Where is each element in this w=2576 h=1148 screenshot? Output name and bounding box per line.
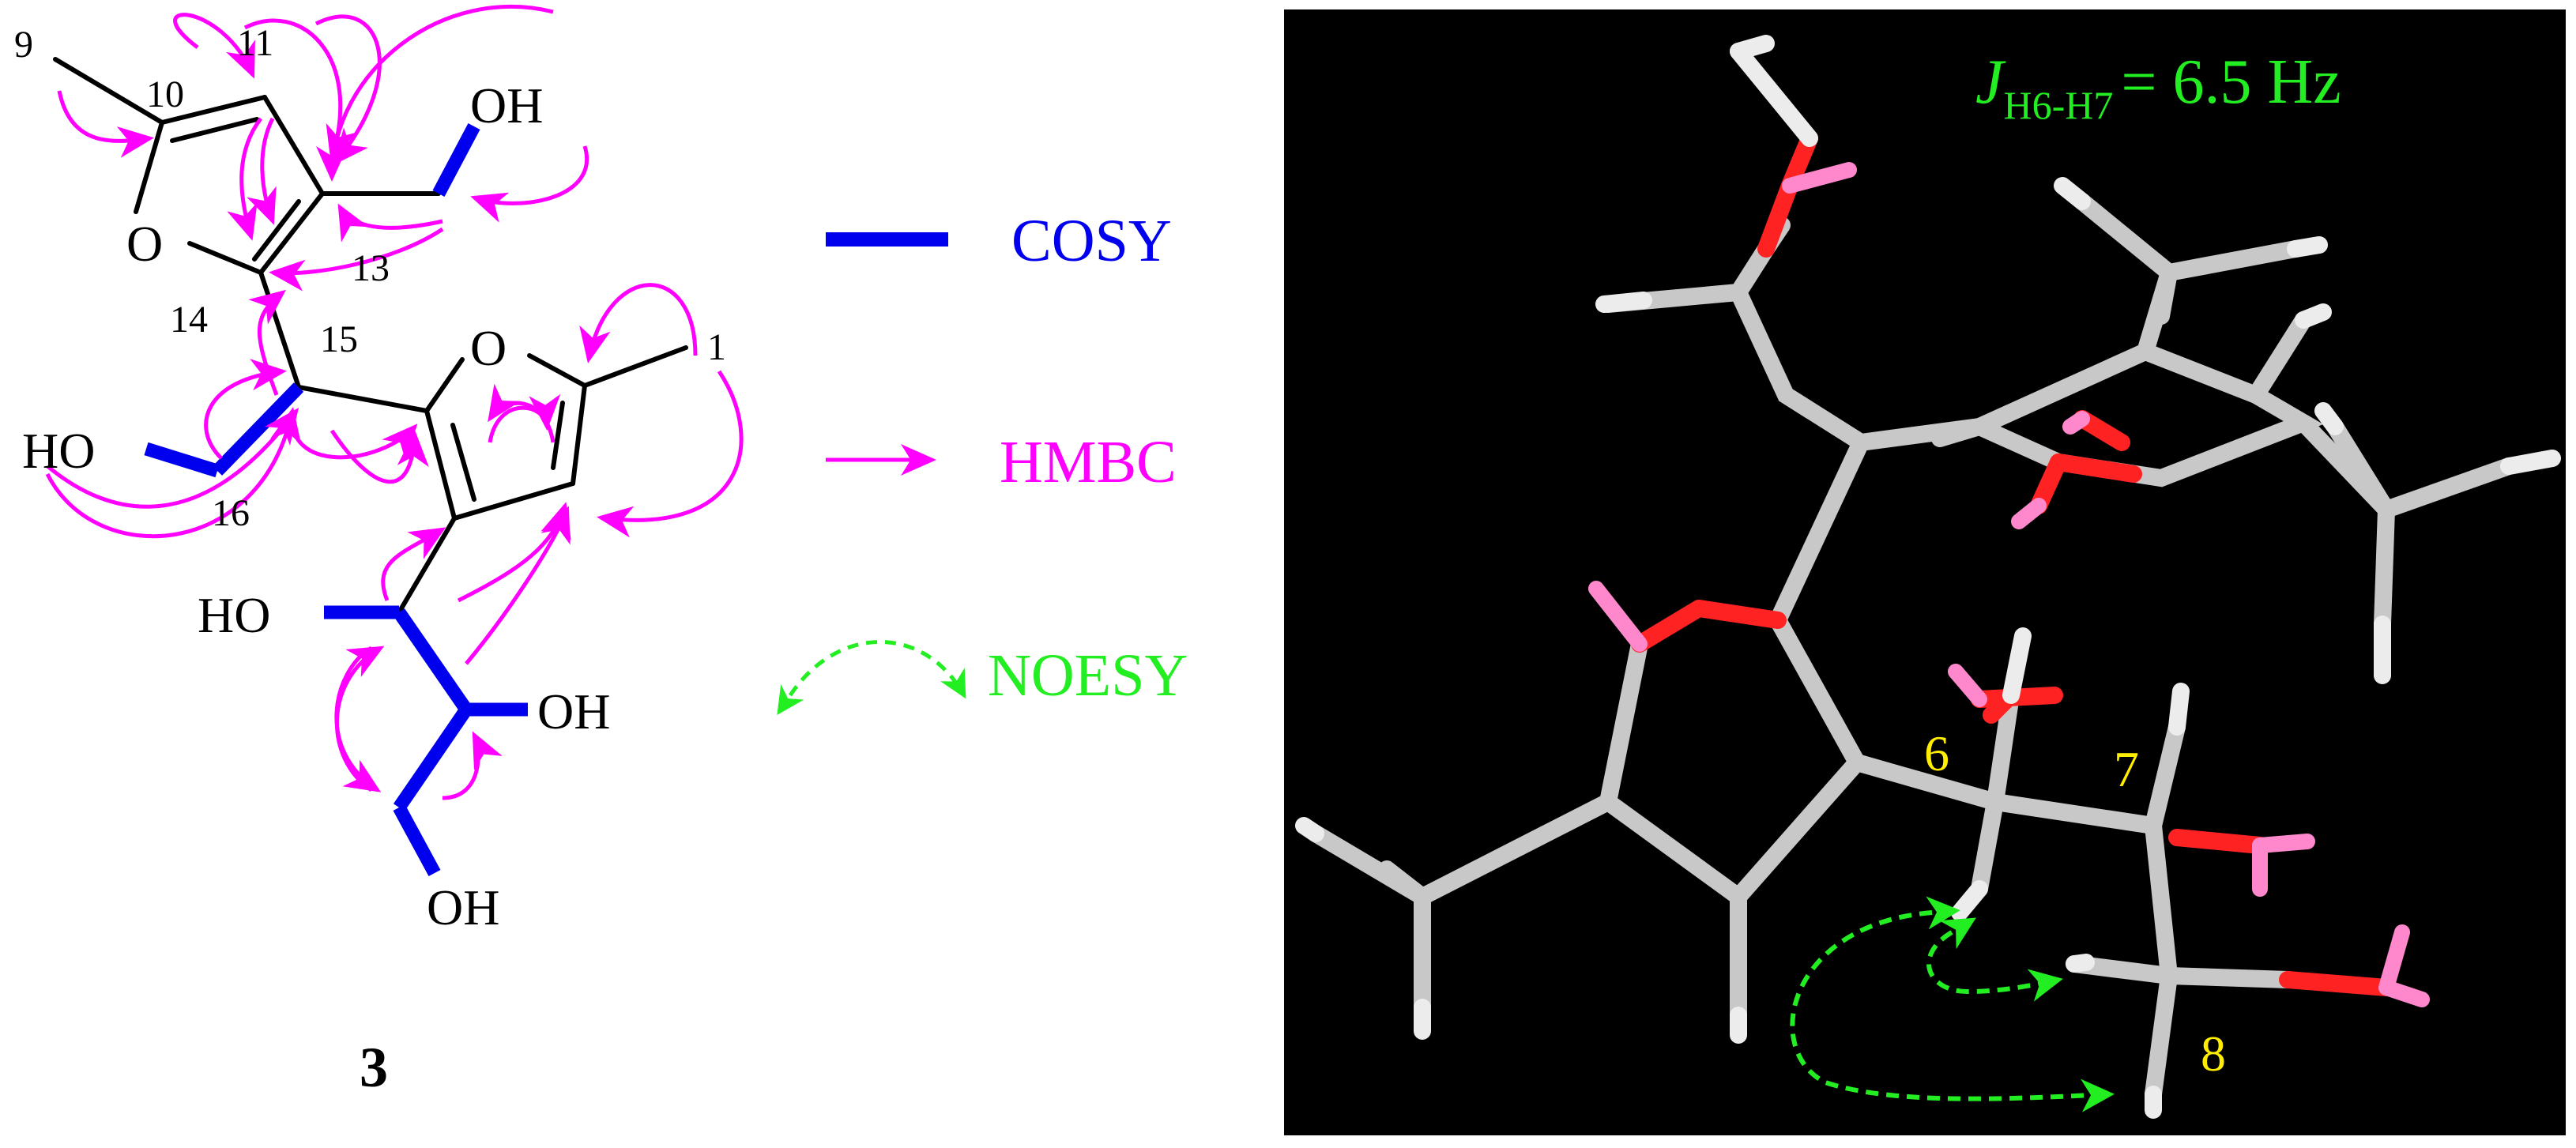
model-label-6: 6 xyxy=(1924,725,1949,781)
model-atom-labels: 6 7 8 xyxy=(1924,725,2226,1082)
atom-number-13: 13 xyxy=(352,247,390,289)
legend-cosy-label: COSY xyxy=(1011,208,1172,274)
legend-hmbc: HMBC xyxy=(826,429,1177,495)
heteroatom-labels: O O OH HO HO OH OH xyxy=(22,77,610,935)
atom-number-10: 10 xyxy=(146,73,184,115)
structure-2d: 9 10 11 13 14 15 16 1 O O OH HO HO OH OH… xyxy=(14,4,744,1099)
legend-cosy: COSY xyxy=(826,208,1172,274)
coupling-subscript: H6-H7 xyxy=(2004,83,2114,127)
hydroxyl-c6: HO xyxy=(198,587,270,643)
atom-numbers: 9 10 11 13 14 15 16 1 xyxy=(14,22,726,534)
compound-number: 3 xyxy=(360,1036,388,1099)
hydroxyl-c16: HO xyxy=(22,423,95,479)
hydroxyl-c13: OH xyxy=(470,77,543,134)
model-label-8: 8 xyxy=(2201,1026,2226,1082)
atom-number-14: 14 xyxy=(170,299,208,341)
ring-oxygen-left: O xyxy=(126,216,163,272)
coupling-symbol: J xyxy=(1975,47,2006,117)
legend-hmbc-label: HMBC xyxy=(1000,429,1177,495)
hydroxyl-c8: OH xyxy=(427,879,499,935)
legend-noesy-swatch xyxy=(777,640,966,715)
legend-noesy: NOESY xyxy=(777,640,1188,715)
ring-oxygen-right: O xyxy=(470,320,507,376)
legend: COSY HMBC NOESY xyxy=(777,208,1188,715)
hmbc-arrows xyxy=(45,4,744,800)
atom-number-9: 9 xyxy=(14,24,33,66)
cosy-bonds xyxy=(144,123,528,877)
model-sticks xyxy=(1295,35,2561,1119)
atom-number-16: 16 xyxy=(212,492,250,534)
model-background xyxy=(1284,9,2566,1135)
hydroxyl-c7: OH xyxy=(537,683,610,740)
skeleton-bonds xyxy=(53,57,688,615)
model-3d-panel: 6 7 8 JH6-H7= 6.5 Hz xyxy=(1284,9,2566,1135)
coupling-value: = 6.5 Hz xyxy=(2121,47,2341,117)
coupling-constant: JH6-H7= 6.5 Hz xyxy=(1975,47,2341,127)
atom-number-15: 15 xyxy=(320,318,358,360)
legend-noesy-label: NOESY xyxy=(988,642,1188,709)
atom-number-11: 11 xyxy=(237,22,273,64)
atom-number-1: 1 xyxy=(707,326,726,368)
model-label-7: 7 xyxy=(2114,741,2139,797)
model-noesy-arrows xyxy=(1790,896,2115,1112)
